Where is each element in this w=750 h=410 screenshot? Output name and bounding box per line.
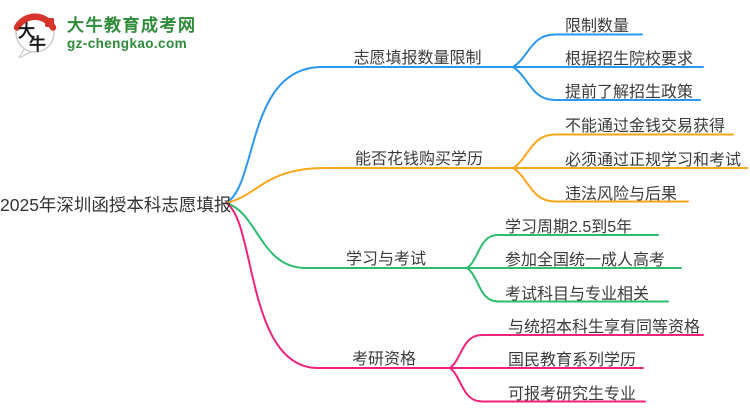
branch-node-buy-degree: 能否花钱购买学历: [354, 151, 483, 168]
leaf-node: 违法风险与后果: [565, 186, 678, 203]
leaf-node: 国民教育系列学历: [508, 352, 637, 369]
leaf-node: 考试科目与专业相关: [505, 286, 650, 303]
logo-char-niu: 牛: [29, 34, 46, 55]
leaf-curve: [512, 66, 701, 101]
leaf-curve: [512, 133, 734, 169]
logo-title: 大牛教育成考网: [67, 15, 197, 35]
root-node: 2025年深圳函授本科志愿填报: [0, 195, 232, 215]
leaf-node: 必须通过正规学习和考试: [565, 152, 742, 169]
logo-domain: gz-chengkao.com: [67, 35, 188, 51]
leaf-curve: [512, 167, 689, 203]
branch-lines-buy-degree: [225, 133, 748, 204]
branch-lines-volunteer-limit: [225, 33, 704, 204]
leaf-node: 提前了解招生政策: [565, 84, 694, 101]
logo-bull-icon: 大 牛: [13, 13, 57, 58]
leaf-curve: [512, 33, 643, 68]
leaf-curve: [466, 267, 669, 303]
red-seal-stamp: [45, 18, 54, 27]
leaf-node: 学习周期2.5到5年: [505, 219, 633, 236]
branch-curve: [225, 66, 514, 204]
logo-char-da: 大: [18, 21, 35, 42]
branch-lines-postgrad: [225, 202, 704, 403]
leaf-node: 可报考研究生专业: [508, 386, 637, 403]
leaf-curve: [466, 234, 659, 269]
leaf-node: 与统招本科生享有同等资格: [508, 319, 701, 336]
leaf-node: 参加全国统一成人高考: [505, 252, 666, 269]
branch-curve: [225, 167, 514, 204]
leaf-node: 限制数量: [565, 18, 630, 35]
leaf-node: 根据招生院校要求: [565, 51, 694, 68]
branch-node-postgrad: 考研资格: [351, 351, 416, 368]
leaf-curve: [449, 367, 646, 403]
leaf-curve: [449, 334, 704, 369]
logo-text-block: 大牛教育成考网 gz-chengkao.com: [67, 15, 197, 52]
branch-lines-study-exam: [225, 202, 682, 303]
site-logo: 大 牛 大牛教育成考网 gz-chengkao.com: [12, 8, 197, 58]
branch-node-study-exam: 学习与考试: [345, 251, 426, 268]
branch-curve: [225, 202, 468, 269]
branch-node-volunteer-limit: 志愿填报数量限制: [353, 50, 482, 67]
branch-curve: [225, 202, 451, 369]
leaf-node: 不能通过金钱交易获得: [565, 118, 726, 135]
